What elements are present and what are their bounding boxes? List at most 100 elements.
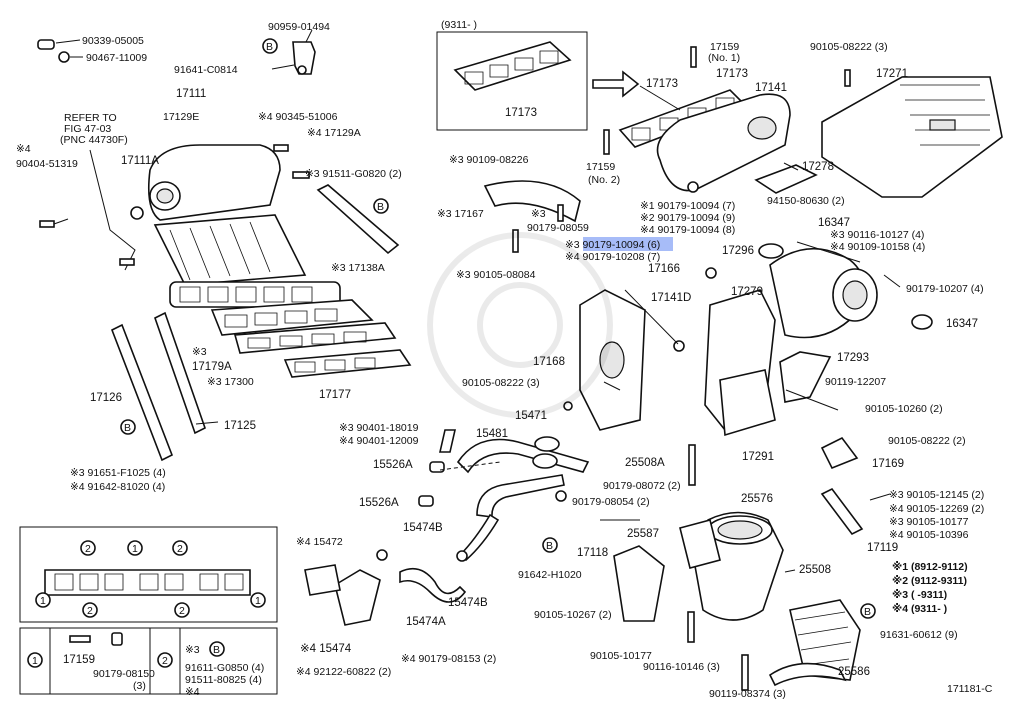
svg-text:(3): (3) [133, 680, 146, 692]
part-label: 91631-60612 (9) [880, 629, 958, 641]
part-label: 17279 [731, 286, 763, 298]
part-label: 90105-10260 (2) [865, 403, 943, 415]
part-labels: 90339-05005 90467-11009 90959-01494 9164… [16, 19, 993, 700]
part-label: 17126 [90, 392, 122, 404]
part-label: 17173 [505, 107, 537, 119]
part-label: 90179-08072 (2) [603, 480, 681, 492]
svg-text:B: B [864, 606, 871, 618]
part-label: 25587 [627, 528, 659, 540]
part-label: ※3 91651-F1025 (4) [70, 467, 166, 479]
part-label: 94150-80630 (2) [767, 195, 845, 207]
part-label: ※3 90109-08226 [449, 154, 529, 166]
part-label: ※4 90345-51006 [258, 111, 338, 123]
part-label: 15474B [448, 597, 488, 609]
part-label: ※4 90179-10094 (8) [640, 224, 735, 236]
part-label: 15471 [515, 410, 547, 422]
part-label: ※3 [192, 346, 207, 358]
part-label: ※3 90401-18019 [339, 422, 419, 434]
part-label: 17111A [121, 155, 159, 167]
part-label: ※4 92122-60822 (2) [296, 666, 391, 678]
part-label: 25508A [625, 457, 665, 469]
part-label: 90105-08222 (3) [462, 377, 540, 389]
part-label: 15474A [406, 616, 446, 628]
b-markers: B B B B B B [120, 38, 876, 657]
part-label: 17177 [319, 389, 351, 401]
svg-text:B: B [546, 540, 553, 552]
svg-text:91611-G0850 (4): 91611-G0850 (4) [185, 662, 264, 674]
svg-text:2: 2 [177, 543, 183, 555]
part-label: 17173 [646, 78, 678, 90]
svg-text:2: 2 [85, 543, 91, 555]
part-label: 25586 [838, 666, 870, 678]
part-label: 17166 [648, 263, 680, 275]
part-label: 17129E [163, 111, 199, 123]
refer-to-note: REFER TO [64, 112, 117, 124]
part-label: 90119-12207 [825, 376, 886, 388]
part-label: 17179A [192, 361, 232, 373]
part-label: ※2 90179-10094 (9) [640, 212, 735, 224]
part-label: 25508 [799, 564, 831, 576]
part-label: 91642-H1020 [518, 569, 582, 581]
highlighted-part-box [583, 237, 673, 251]
part-label: 17173 [716, 68, 748, 80]
part-label: 90116-10146 (3) [643, 661, 720, 673]
svg-text:2: 2 [162, 655, 168, 667]
part-label: 17119 [867, 542, 898, 554]
part-label: ※4 17129A [307, 127, 361, 139]
svg-text:1: 1 [255, 595, 261, 607]
part-label-highlighted: ※3 90179-10094 (6) [565, 239, 660, 251]
svg-text:2: 2 [87, 605, 93, 617]
part-label: 15481 [476, 428, 508, 440]
part-label: 25576 [741, 493, 773, 505]
part-label: 17293 [837, 352, 869, 364]
refer-to-note: FIG 47-03 [64, 123, 111, 135]
refer-to-note: (PNC 44730F) [60, 134, 128, 146]
part-label: 90105-08222 (2) [888, 435, 966, 447]
part-label: 16347 [946, 318, 978, 330]
range-legend: ※3 ( -9311) [892, 589, 947, 601]
part-label: 15526A [373, 459, 413, 471]
part-label: 17159 [586, 161, 615, 173]
part-label: ※3 [531, 208, 546, 220]
part-label: 15474B [403, 522, 443, 534]
part-label: 90959-01494 [268, 21, 330, 33]
svg-text:※3: ※3 [185, 644, 200, 656]
part-label: ※4 91642-81020 (4) [70, 481, 165, 493]
part-label: 90119-08374 (3) [709, 688, 786, 700]
svg-text:90179-08150: 90179-08150 [93, 668, 155, 680]
part-label: 90339-05005 [82, 35, 144, 47]
svg-text:B: B [124, 422, 131, 434]
part-label: (No. 1) [708, 52, 740, 64]
part-label: (9311- ) [441, 19, 477, 31]
part-label: 16347 [818, 217, 850, 229]
watermark-emblem [427, 232, 613, 418]
part-label: ※4 90109-10158 (4) [830, 241, 925, 253]
part-label: ※4 90179-10208 (7) [565, 251, 660, 263]
part-label: 17291 [742, 451, 774, 463]
part-label: 17169 [872, 458, 904, 470]
svg-text:B: B [213, 644, 220, 656]
svg-text:2: 2 [179, 605, 185, 617]
part-label: ※3 17138A [331, 262, 385, 274]
svg-text:1: 1 [132, 543, 138, 555]
part-label: ※3 91511-G0820 (2) [305, 168, 402, 180]
part-label: ※4 15472 [296, 536, 343, 548]
part-label: 17118 [577, 547, 608, 559]
part-label: 17159 [710, 41, 739, 53]
part-label: ※3 90116-10127 (4) [830, 229, 924, 241]
part-label: ※3 90105-12145 (2) [889, 489, 984, 501]
part-label: 17168 [533, 356, 565, 368]
part-label: ※1 90179-10094 (7) [640, 200, 735, 212]
part-label: 90467-11009 [86, 52, 147, 64]
part-label: 90179-08059 [527, 222, 589, 234]
part-label: 17111 [176, 88, 206, 100]
part-label: ※4 90105-12269 (2) [889, 503, 984, 515]
svg-text:17159: 17159 [63, 654, 95, 666]
part-label: ※4 90401-12009 [339, 435, 419, 447]
part-label: 17278 [802, 161, 834, 173]
svg-text:91511-80825 (4): 91511-80825 (4) [185, 674, 262, 686]
part-label: 17271 [876, 68, 908, 80]
part-label: 15526A [359, 497, 399, 509]
